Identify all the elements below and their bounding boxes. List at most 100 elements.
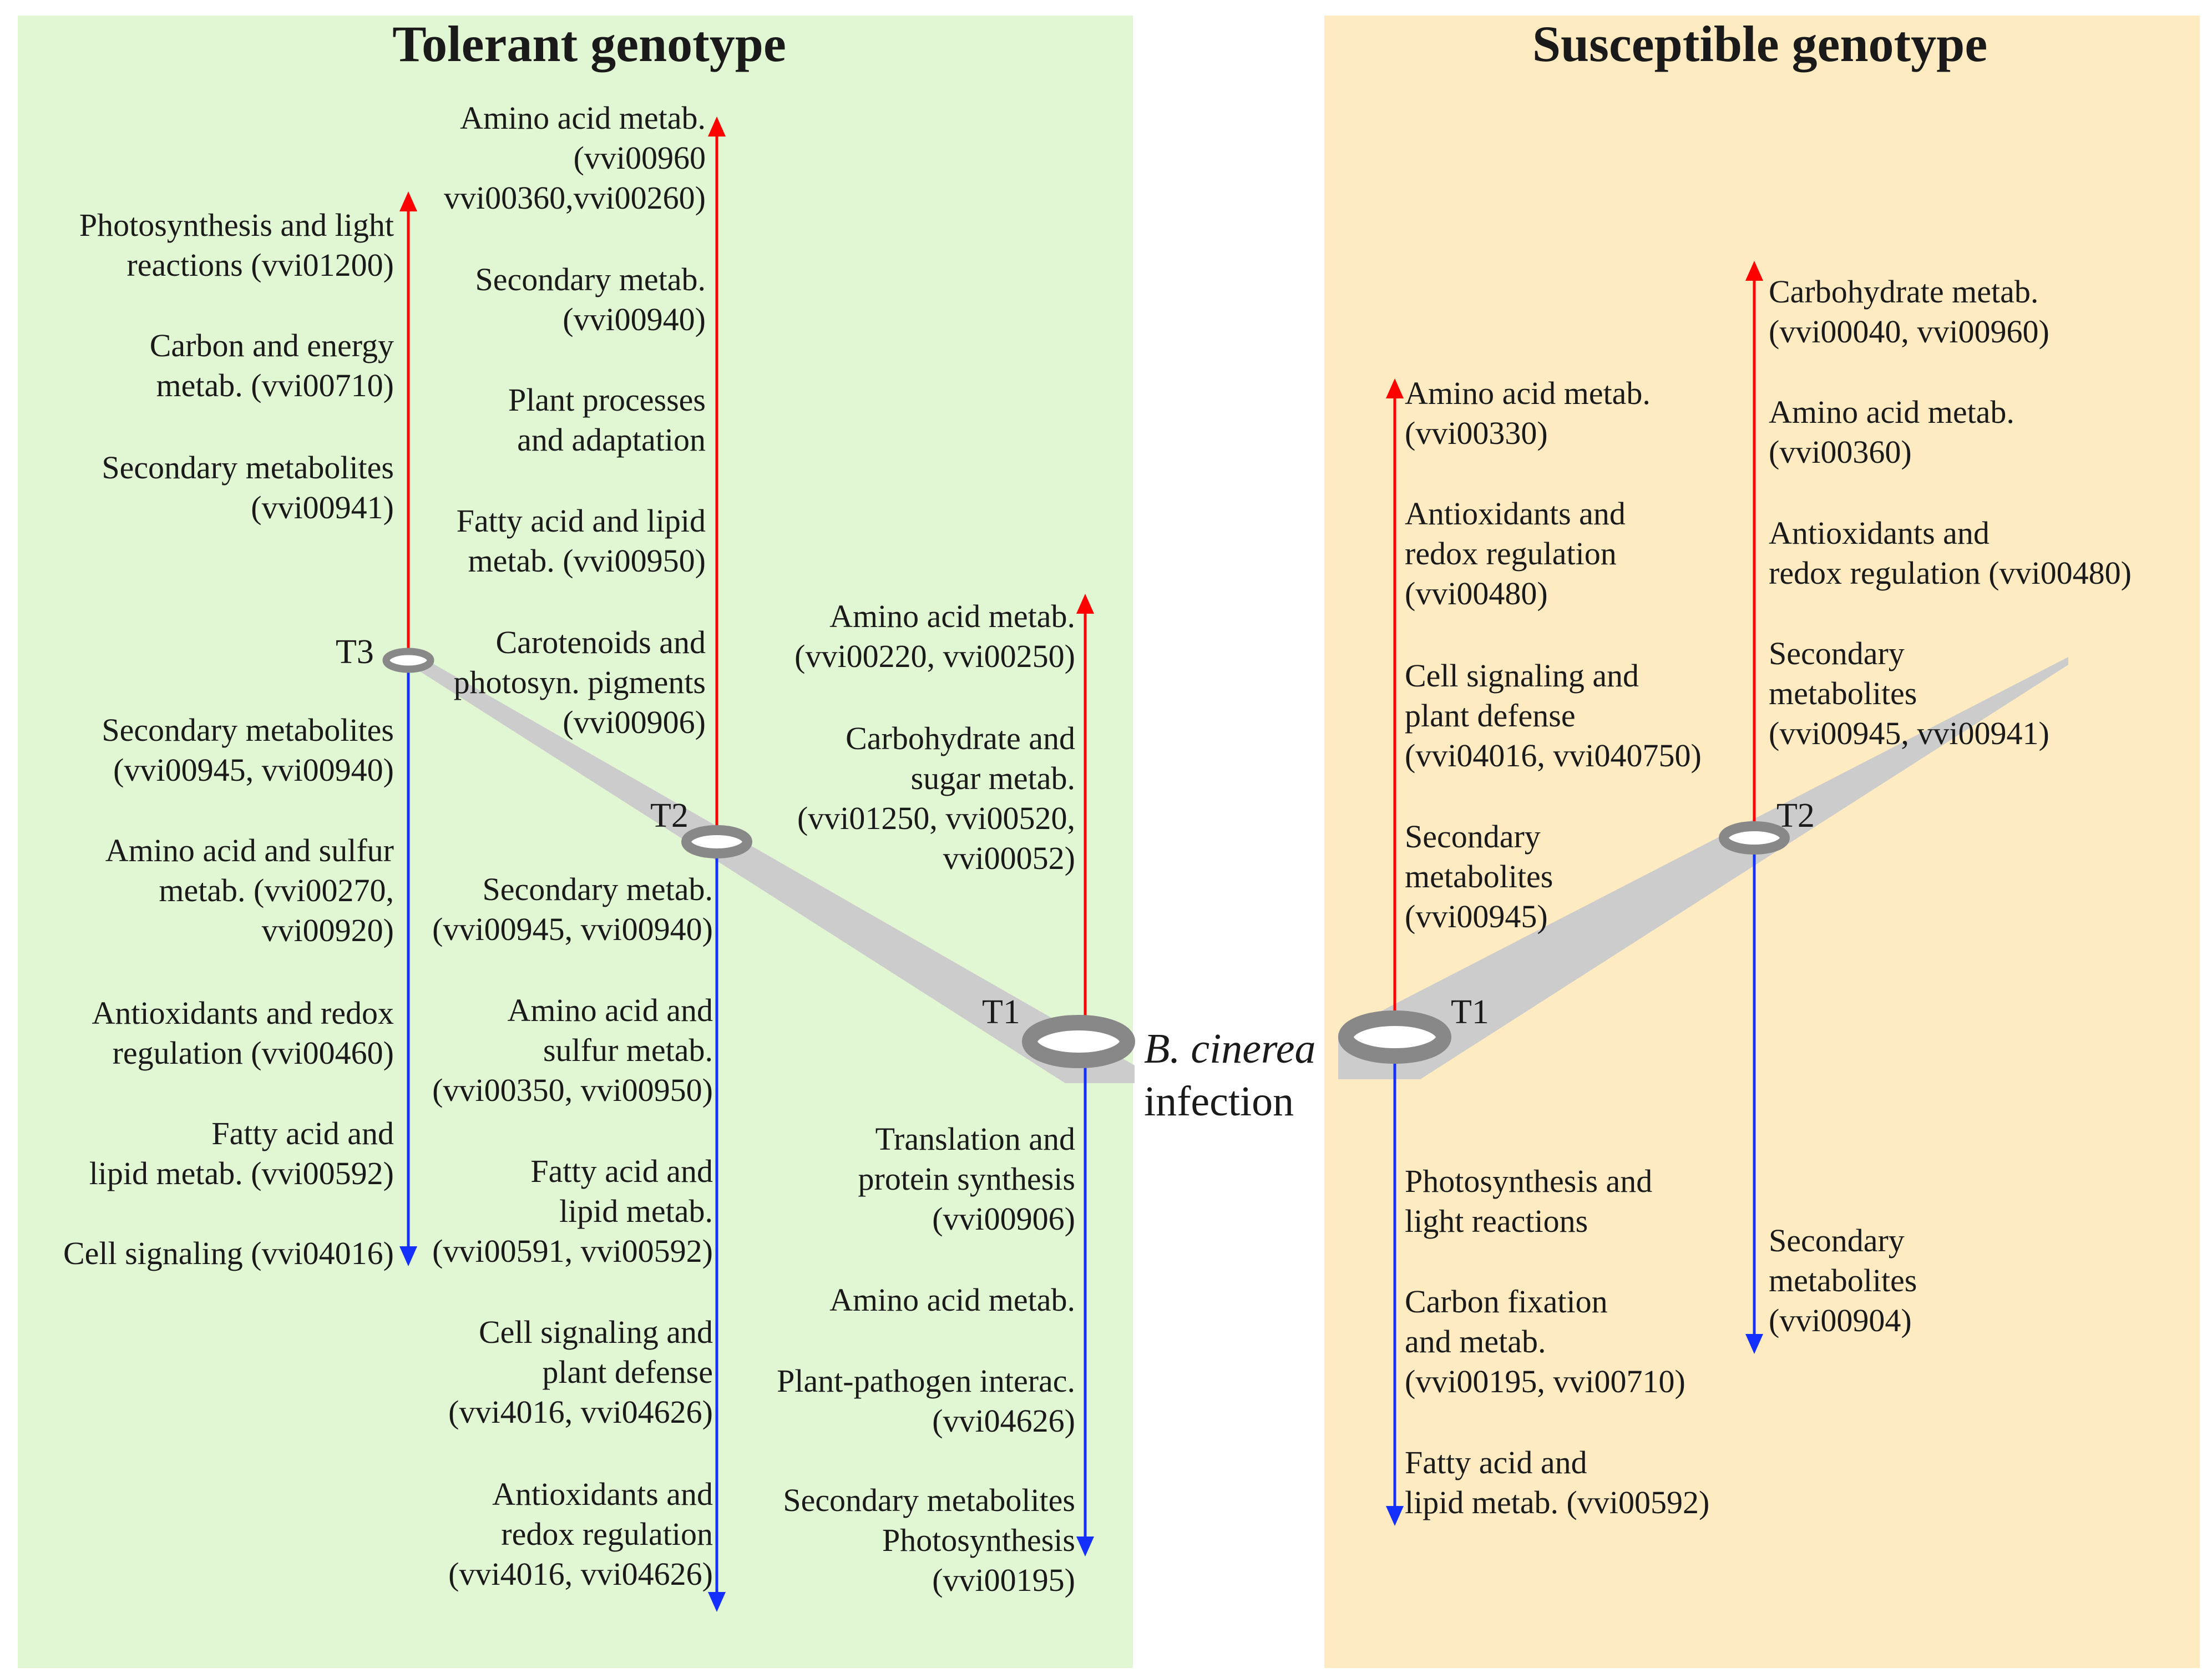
- tolerant-t2-down-label-1-line-1: sulfur metab.: [543, 1032, 713, 1068]
- tolerant-t1-ellipse: [1022, 1015, 1135, 1068]
- susceptible-t1-up-label-3-line-1: metabolites: [1405, 858, 1553, 894]
- susceptible-t1-down-arrow: [1386, 1057, 1404, 1526]
- tolerant-t2-up-label-0-line-1: (vvi00960: [574, 140, 706, 176]
- tolerant-t1-down-label-2: Plant-pathogen interac.(vvi04626): [777, 1363, 1075, 1439]
- susceptible-t1-down-label-2: Fatty acid and lipid metab. (vvi00592): [1405, 1444, 1709, 1520]
- susceptible-t1-down-label-2-line-0: Fatty acid and: [1405, 1444, 1587, 1480]
- tolerant-t3-up-label-2: Secondary metabolites(vvi00941): [102, 449, 394, 525]
- tolerant-t1-up-arrow: [1076, 594, 1094, 1021]
- tolerant-t2-down-label-4-line-2: (vvi4016, vvi04626): [448, 1556, 713, 1592]
- tolerant-t3-down-arrow-head: [399, 1246, 417, 1266]
- tolerant-t1-down-label-3-line-0: Secondary metabolites: [783, 1482, 1075, 1518]
- tolerant-t2-down-label-1: Amino acid and sulfur metab. (vvi00350, vv…: [432, 992, 713, 1108]
- susceptible-t1-down-label-0-line-0: Photosynthesis and: [1405, 1163, 1652, 1199]
- tolerant-t2-down-label-4-line-0: Antioxidants and: [492, 1476, 713, 1512]
- tolerant-panel: [18, 16, 1133, 1668]
- susceptible-t1-up-label-1-line-2: (vvi00480): [1405, 575, 1548, 611]
- susceptible-t2-down-arrow: [1745, 847, 1763, 1354]
- susceptible-t1-down-label-2-line-1: lipid metab. (vvi00592): [1405, 1484, 1709, 1520]
- susceptible-t1-up-arrow-head: [1386, 378, 1404, 398]
- tolerant-t3-down-label-3: Fatty acid and lipid metab. (vvi00592): [89, 1115, 394, 1191]
- susceptible-t2-up-arrow-head: [1745, 261, 1763, 281]
- tolerant-t2-up-label-4-line-1: photosyn. pigments: [454, 664, 706, 700]
- susceptible-t2-up-label-2: Antioxidants and redox regulation (vvi004…: [1769, 515, 2132, 591]
- tolerant-t3-down-label-3-line-0: Fatty acid and: [211, 1115, 394, 1151]
- susceptible-t1-up-label-1-line-1: redox regulation: [1405, 535, 1617, 572]
- tolerant-t2-label: T2: [650, 797, 689, 835]
- tolerant-t3-up-arrow: [399, 191, 417, 654]
- tolerant-t2-down-label-3-line-1: plant defense: [542, 1354, 713, 1390]
- tolerant-t2-down-arrow-head: [708, 1592, 726, 1612]
- susceptible-t2-up-label-0-line-1: (vvi00040, vvi00960): [1769, 314, 2049, 350]
- tolerant-t3-up-label-0-line-0: Photosynthesis and light: [79, 207, 394, 243]
- susceptible-t2-label: T2: [1776, 797, 1815, 835]
- tolerant-t2-down-label-3-line-0: Cell signaling and: [479, 1314, 713, 1350]
- tolerant-t1-up-arrow-head: [1076, 594, 1094, 614]
- tolerant-t2-up-label-4-line-2: (vvi00906): [563, 704, 706, 740]
- susceptible-t2-down-arrow-head: [1745, 1334, 1763, 1354]
- susceptible-t2-up-label-1-line-1: (vvi00360): [1769, 434, 1912, 470]
- tolerant-t1-down-label-1: Amino acid metab.: [829, 1282, 1075, 1318]
- tolerant-t1-down-label-3-line-2: (vvi00195): [932, 1562, 1075, 1598]
- tolerant-t3-down-label-4: Cell signaling (vvi04016): [63, 1235, 394, 1271]
- arrows-group: [399, 117, 1763, 1612]
- tolerant-t2-up-label-4-line-0: Carotenoids and: [495, 624, 706, 660]
- susceptible-t2-up-label-2-line-0: Antioxidants and: [1769, 515, 1990, 551]
- tolerant-t3-up-label-0: Photosynthesis and light reactions (vvi01…: [79, 207, 394, 283]
- tolerant-t1-down-label-2-line-0: Plant-pathogen interac.: [777, 1363, 1075, 1399]
- tolerant-t3-down-label-1-line-0: Amino acid and sulfur: [105, 832, 394, 868]
- susceptible-t1-down-label-1-line-0: Carbon fixation: [1405, 1283, 1608, 1320]
- susceptible-t2-down-label-0-line-0: Secondary: [1769, 1222, 1905, 1258]
- tolerant-t1-up-label-1-line-3: vvi00052): [943, 840, 1075, 876]
- tolerant-t1-down-label-0-line-0: Translation and: [875, 1121, 1075, 1157]
- susceptible-t2-down-label-0-line-1: metabolites: [1769, 1262, 1917, 1298]
- tolerant-t3-down-label-2-line-0: Antioxidants and redox: [92, 995, 394, 1031]
- susceptible-t2-up-label-3-line-2: (vvi00945, vvi00941): [1769, 715, 2049, 751]
- susceptible-t1-up-label-1-line-0: Antioxidants and: [1405, 496, 1626, 532]
- tolerant-t1-up-label-1-line-0: Carbohydrate and: [846, 720, 1075, 756]
- susceptible-t1-down-label-1-line-2: (vvi00195, vvi00710): [1405, 1363, 1685, 1399]
- susceptible-t1-up-label-2-line-0: Cell signaling and: [1405, 658, 1639, 694]
- tolerant-t2-down-label-2-line-1: lipid metab.: [559, 1193, 713, 1229]
- tolerant-t3-down-label-3-line-1: lipid metab. (vvi00592): [89, 1155, 394, 1191]
- tolerant-t2-up-label-1: Secondary metab.(vvi00940): [475, 261, 706, 337]
- susceptible-t2-up-label-0-line-0: Carbohydrate metab.: [1769, 274, 2038, 310]
- infection-word: infection: [1144, 1078, 1294, 1125]
- tolerant-t3-ellipse: [382, 648, 434, 673]
- tolerant-t2-down-label-2-line-2: (vvi00591, vvi00592): [432, 1233, 713, 1269]
- tolerant-t1-label: T1: [982, 993, 1020, 1031]
- susceptible-t2-up-label-2-line-1: redox regulation (vvi00480): [1769, 555, 2132, 591]
- susceptible-t1-up-label-3-line-2: (vvi00945): [1405, 898, 1548, 934]
- susceptible-t1-down-label-0-line-1: light reactions: [1405, 1203, 1588, 1239]
- tolerant-t3-down-label-4-line-0: Cell signaling (vvi04016): [63, 1235, 394, 1271]
- tolerant-t1-down-label-1-line-0: Amino acid metab.: [829, 1282, 1075, 1318]
- tolerant-t3-down-arrow: [399, 668, 417, 1266]
- susceptible-t1-up-label-2-line-1: plant defense: [1405, 698, 1576, 734]
- susceptible-t2-up-label-0: Carbohydrate metab. (vvi00040, vvi00960): [1769, 274, 2049, 350]
- tolerant-t3-up-label-2-line-0: Secondary metabolites: [102, 449, 394, 486]
- susceptible-t2-up-label-1: Amino acid metab.(vvi00360): [1769, 394, 2014, 470]
- tolerant-t2-down-label-1-line-0: Amino acid and: [508, 992, 713, 1028]
- susceptible-time-wedge: [1338, 657, 2068, 1079]
- susceptible-t1-up-label-0: Amino acid metab.(vvi00330): [1405, 375, 1651, 451]
- tolerant-t2-up-label-1-line-1: (vvi00940): [563, 301, 706, 337]
- tolerant-t3-up-label-0-line-1: reactions (vvi01200): [126, 247, 394, 283]
- tolerant-t2-down-label-1-line-2: (vvi00350, vvi00950): [432, 1072, 713, 1108]
- tolerant-t1-down-label-0-line-1: protein synthesis: [858, 1161, 1075, 1197]
- tolerant-t2-up-label-2-line-1: and adaptation: [517, 422, 706, 458]
